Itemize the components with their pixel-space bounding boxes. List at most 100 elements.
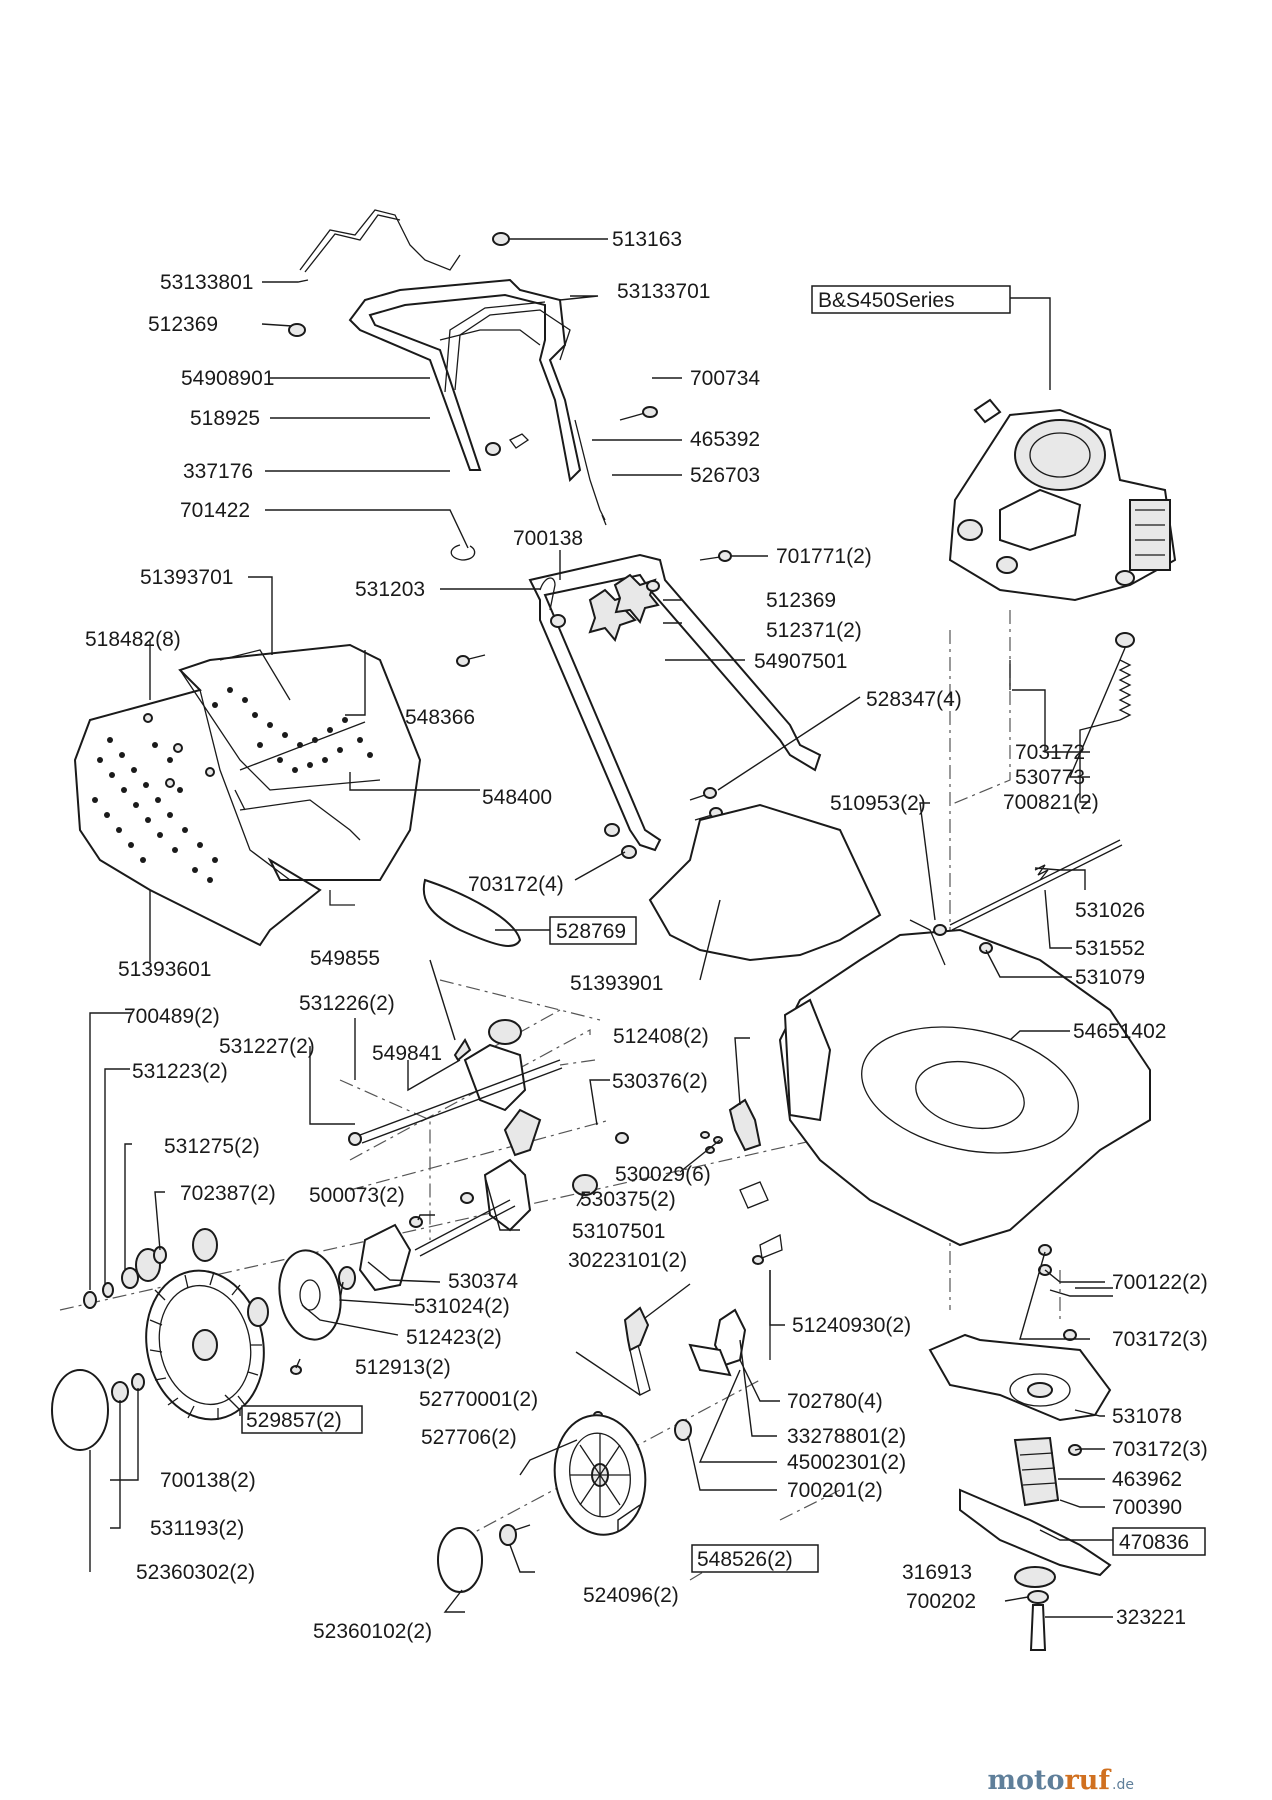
part-number-label: 701771(2): [776, 545, 872, 568]
part-number-label: 518925: [190, 407, 260, 430]
part-number-label: 45002301(2): [787, 1451, 906, 1474]
part-number-label: 531226(2): [299, 992, 395, 1015]
part-number-label: 526703: [690, 464, 760, 487]
part-number-label: 54907501: [754, 650, 847, 673]
part-number-label: 702780(4): [787, 1390, 883, 1413]
part-number-label: 52770001(2): [419, 1388, 538, 1411]
engine-drawing: [948, 398, 1177, 602]
part-number-label: 702387(2): [180, 1182, 276, 1205]
blade-assembly-drawing: [928, 1244, 1112, 1651]
part-number-label: 700201(2): [787, 1479, 883, 1502]
part-number-label: 530773: [1015, 766, 1085, 789]
part-number-label: 510953(2): [830, 792, 926, 815]
part-number-label: 527706(2): [421, 1426, 517, 1449]
part-number-label: 700734: [690, 367, 760, 390]
part-number-label: 700390: [1112, 1496, 1182, 1519]
mower-deck-drawing: [778, 919, 1151, 1247]
part-number-label: 470836: [1119, 1531, 1189, 1554]
part-number-label: 700202: [906, 1590, 976, 1613]
rear-washer-drawing: [111, 1381, 129, 1403]
front-height-lever-drawing: [593, 1234, 783, 1419]
part-number-label: 700138(2): [160, 1469, 256, 1492]
leader-lines: [89, 238, 1126, 1618]
part-number-label: 51393901: [570, 972, 663, 995]
watermark-part1: moto: [987, 1765, 1064, 1796]
gearbox-drawing: [348, 1019, 563, 1146]
part-number-label: 52360102(2): [313, 1620, 432, 1643]
front-hubcap-drawing: [437, 1527, 483, 1593]
part-number-label: 531552: [1075, 937, 1145, 960]
watermark-suffix: .de: [1112, 1777, 1134, 1793]
part-number-label: 531024(2): [414, 1295, 510, 1318]
part-number-label: 512423(2): [406, 1326, 502, 1349]
part-number-label: 530376(2): [612, 1070, 708, 1093]
part-number-label: 337176: [183, 460, 253, 483]
height-adjuster-drawing: [700, 1098, 769, 1209]
part-number-label: 52360302(2): [136, 1561, 255, 1584]
engine-label-box: [811, 285, 1011, 314]
part-number-label: 530375(2): [580, 1188, 676, 1211]
part-number-label: 548400: [482, 786, 552, 809]
part-number-label: 703172(3): [1112, 1438, 1208, 1461]
svg-text:motoruf: motoruf: [987, 1765, 1112, 1796]
part-number-label: 703172: [1015, 741, 1085, 764]
part-number-label: 700489(2): [124, 1005, 220, 1028]
part-number-label: 512369: [766, 589, 836, 612]
rear-nut-drawing: [131, 1373, 145, 1391]
part-number-label: 531223(2): [132, 1060, 228, 1083]
part-number-label: 500073(2): [309, 1184, 405, 1207]
part-number-label: 53133801: [160, 271, 253, 294]
rear-wheel-drawing: [145, 1269, 265, 1421]
watermark-part2: ruf: [1065, 1765, 1113, 1796]
part-number-label: 701422: [180, 499, 250, 522]
part-number-label: 30223101(2): [568, 1249, 687, 1272]
part-number-label: 512913(2): [355, 1356, 451, 1379]
part-number-label: 700122(2): [1112, 1271, 1208, 1294]
part-number-label: 531275(2): [164, 1135, 260, 1158]
watermark-logo: motoruf .de: [987, 1765, 1134, 1796]
part-number-label: 524096(2): [583, 1584, 679, 1607]
part-number-label: 51393701: [140, 566, 233, 589]
part-number-label: 531026: [1075, 899, 1145, 922]
part-number-label: 531203: [355, 578, 425, 601]
clutch-lever-drawing: [409, 1108, 629, 1257]
part-number-label: 549855: [310, 947, 380, 970]
engine-nut-drawing: [1115, 632, 1135, 648]
part-number-label: 531079: [1075, 966, 1145, 989]
part-number-label: 530029(6): [615, 1163, 711, 1186]
part-number-label: 53133701: [617, 280, 710, 303]
part-number-label: 531193(2): [150, 1517, 244, 1540]
part-labels: 513163 53133801 53133701 512369 54908901…: [85, 228, 1208, 1643]
front-wheel-drawing: [499, 1414, 692, 1546]
part-number-label: 528769: [556, 920, 626, 943]
grass-catcher-drawing: [73, 643, 422, 947]
part-number-label: 529857(2): [246, 1409, 342, 1432]
part-number-label: 703172(3): [1112, 1328, 1208, 1351]
part-number-label: 548366: [405, 706, 475, 729]
part-number-label: 528347(4): [866, 688, 962, 711]
part-number-label: 316913: [902, 1561, 972, 1584]
engine-spring-drawing: [1118, 659, 1132, 721]
part-number-label: 51393601: [118, 958, 211, 981]
part-number-label: 703172(4): [468, 873, 564, 896]
part-number-label: 549841: [372, 1042, 442, 1065]
belt-label-box: [549, 916, 637, 945]
part-number-label: 518482(8): [85, 628, 181, 651]
part-number-label: 512408(2): [613, 1025, 709, 1048]
front-wheel-label-box: [691, 1544, 819, 1573]
part-number-label: 54908901: [181, 367, 274, 390]
part-number-label: 512371(2): [766, 619, 862, 642]
part-number-label: 700821(2): [1003, 791, 1099, 814]
part-number-label: 531078: [1112, 1405, 1182, 1428]
part-number-label: 33278801(2): [787, 1425, 906, 1448]
mesh-texture: [92, 687, 373, 883]
part-number-label: 54651402: [1073, 1020, 1166, 1043]
part-number-label: 463962: [1112, 1468, 1182, 1491]
part-number-label: 323221: [1116, 1606, 1186, 1629]
part-number-label: 548526(2): [697, 1548, 793, 1571]
rear-wheel-label-box: [241, 1405, 363, 1434]
rear-drive-parts-drawing: [83, 1223, 412, 1375]
part-number-label: 700138: [513, 527, 583, 550]
part-number-label: 513163: [612, 228, 682, 251]
